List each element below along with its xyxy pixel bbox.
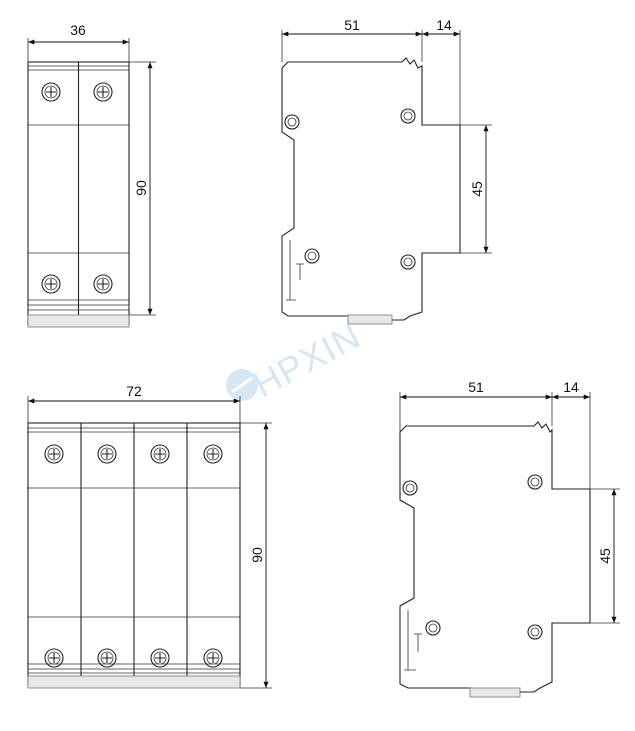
- dimension-label: 51: [344, 17, 360, 33]
- screw-icon: [97, 648, 117, 668]
- mounting-hole-icon: [527, 624, 543, 640]
- mounting-hole-icon: [402, 480, 418, 496]
- dimension-label: 45: [597, 548, 613, 564]
- dimension-rail: 45: [460, 124, 492, 254]
- dimension-height: 90: [240, 422, 272, 689]
- mounting-hole-icon: [304, 248, 320, 264]
- dimension-label: 14: [436, 17, 452, 33]
- screw-icon: [44, 648, 64, 668]
- dimension-offset: 14: [552, 379, 591, 489]
- screw-icon: [93, 82, 113, 102]
- dimension-width: 72: [27, 383, 241, 423]
- watermark-text: HPXIN: [247, 315, 368, 405]
- dimension-label: 72: [126, 383, 142, 399]
- mounting-hole-icon: [425, 620, 441, 636]
- dimension-rail: 45: [590, 488, 620, 624]
- watermark: HPXIN: [226, 315, 367, 405]
- screw-terminals: [44, 444, 223, 668]
- dimension-label: 51: [468, 379, 484, 395]
- mounting-hole-icon: [400, 108, 416, 124]
- screw-icon: [150, 648, 170, 668]
- dimension-width: 36: [27, 22, 130, 62]
- dimension-label: 90: [133, 180, 149, 196]
- mounting-hole-icon: [400, 254, 416, 270]
- front-view-2-pole: 36 90: [27, 22, 156, 328]
- dimension-depth: 51: [399, 379, 553, 432]
- screw-terminals: [41, 82, 113, 294]
- dimension-label: 14: [563, 379, 579, 395]
- screw-icon: [203, 648, 223, 668]
- dimension-height: 90: [129, 61, 156, 316]
- side-view-bottom: 51 14 45: [399, 379, 620, 698]
- screw-icon: [41, 82, 61, 102]
- screw-icon: [93, 274, 113, 294]
- side-view-top: 51 14 45: [281, 17, 492, 325]
- screw-icon: [203, 444, 223, 464]
- screw-icon: [150, 444, 170, 464]
- screw-icon: [44, 444, 64, 464]
- dimension-label: 45: [469, 181, 485, 197]
- screw-icon: [41, 274, 61, 294]
- front-view-4-pole: 72 90: [27, 383, 272, 689]
- mounting-hole-icon: [527, 474, 543, 490]
- dimension-depth: 51: [281, 17, 423, 62]
- dimension-label: 36: [70, 22, 86, 38]
- dimension-offset: 14: [422, 17, 461, 125]
- dimension-label: 90: [249, 547, 265, 563]
- mounting-hole-icon: [284, 114, 300, 130]
- screw-icon: [97, 444, 117, 464]
